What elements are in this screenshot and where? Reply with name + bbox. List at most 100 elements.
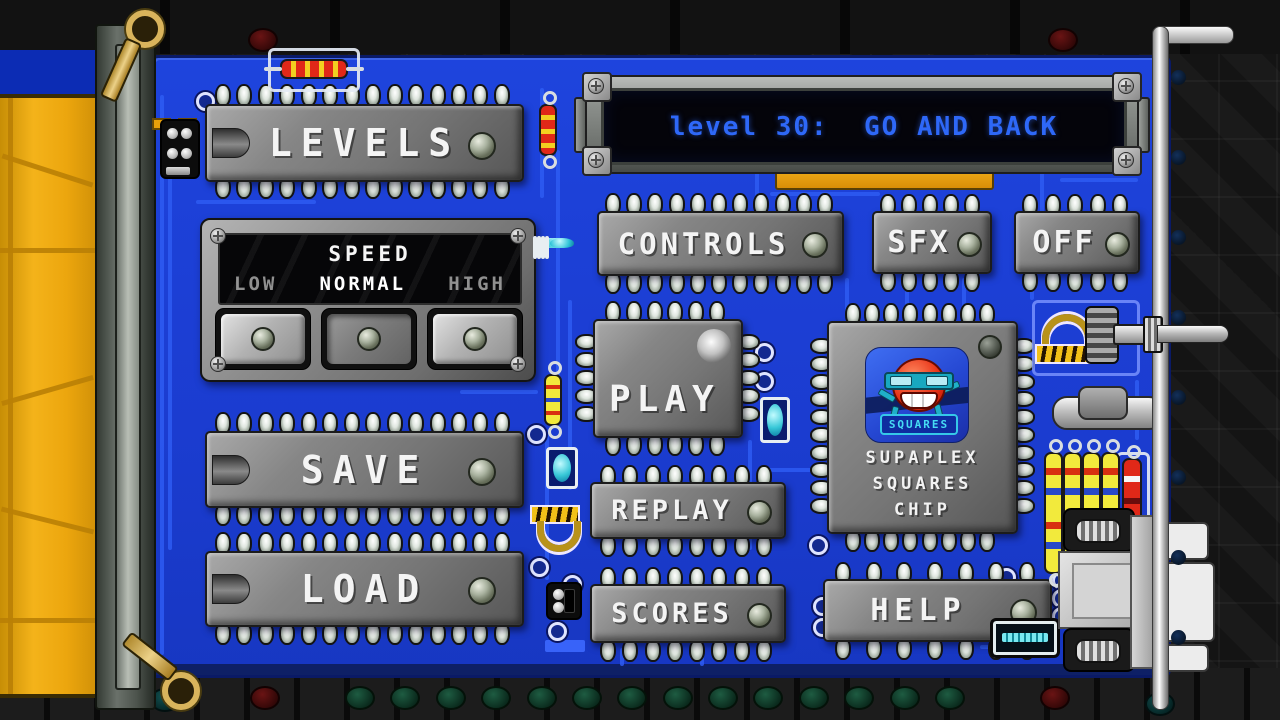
pcb-trace <box>460 390 538 394</box>
case-hole <box>1171 470 1186 485</box>
via <box>809 536 828 555</box>
sfx-button[interactable]: SFX <box>872 211 992 274</box>
decoration <box>481 686 512 710</box>
squares-badge-text: SQUARES <box>888 418 950 431</box>
sfx-label: SFX <box>887 225 951 260</box>
coil-inductor <box>1035 344 1091 364</box>
supaplex-caption-line: SUPAPLEX <box>865 448 980 468</box>
pin-row <box>605 433 725 456</box>
decoration <box>526 686 557 710</box>
speed-high-button[interactable] <box>427 308 523 370</box>
panel-screw <box>210 228 226 244</box>
button-led <box>251 327 275 351</box>
pin-row <box>1022 269 1128 292</box>
port-through-case <box>1167 562 1215 642</box>
scores-button[interactable]: SCORES <box>590 584 786 643</box>
speed-low-button[interactable] <box>215 308 311 370</box>
pcb-trace <box>1040 120 1044 236</box>
load-label: LOAD <box>300 567 429 611</box>
jumper-block <box>546 582 582 620</box>
speed-title: SPEED <box>328 242 412 266</box>
speed-normal-button[interactable] <box>321 308 417 370</box>
via <box>548 622 567 641</box>
replay-button[interactable]: REPLAY <box>590 482 786 539</box>
controls-button[interactable]: CONTROLS <box>597 211 844 276</box>
scores-label: SCORES <box>611 598 733 629</box>
pcb-pad <box>545 640 585 652</box>
case-hole <box>1171 550 1186 565</box>
sfx-off-button[interactable]: OFF <box>1014 211 1140 274</box>
pin-row <box>605 271 833 294</box>
pcb-trace <box>760 468 812 472</box>
port-through-case <box>1167 644 1209 672</box>
save-button[interactable]: SAVE <box>205 431 524 508</box>
case-led-red <box>1048 28 1078 52</box>
supaplex-squares-chip: SQUARES SUPAPLEX SQUARES CHIP <box>827 321 1018 534</box>
levels-label: LEVELS <box>268 121 461 165</box>
decoration <box>537 236 541 259</box>
pcb-trace <box>620 648 624 666</box>
pcb-trace <box>196 200 316 204</box>
level-display-frame: level 30: GO AND BACK <box>585 75 1139 174</box>
murphy-glasses <box>884 372 954 390</box>
resistor <box>539 91 557 169</box>
cyan-led <box>546 447 578 489</box>
resistor <box>1044 439 1063 587</box>
save-label: SAVE <box>300 447 429 492</box>
decoration <box>753 686 784 710</box>
case-hole <box>1171 70 1186 85</box>
button-led <box>357 327 381 351</box>
controls-label: CONTROLS <box>617 226 790 261</box>
play-button[interactable]: PLAY <box>593 319 743 438</box>
pin-row <box>600 534 772 557</box>
pcb-trace <box>568 300 572 490</box>
panel-screw <box>510 228 526 244</box>
level-display-screen: level 30: GO AND BACK <box>601 88 1127 165</box>
play-label: PLAY <box>609 379 720 420</box>
supaplex-squares-app-icon: SQUARES <box>865 347 969 443</box>
chip-led <box>1105 232 1130 257</box>
pcb-trace <box>168 120 172 550</box>
speed-option-high: HIGH <box>448 273 506 295</box>
case-hole <box>1171 310 1186 325</box>
load-button[interactable]: LOAD <box>205 551 524 627</box>
off-label: OFF <box>1032 225 1096 260</box>
squares-badge: SQUARES <box>880 414 958 435</box>
chip-led <box>468 458 496 486</box>
decoration <box>889 686 920 710</box>
case-hole <box>1171 150 1186 165</box>
panel-screw <box>210 356 226 372</box>
chip-led <box>957 232 982 257</box>
case-hole <box>1171 390 1186 405</box>
decoration <box>662 686 693 710</box>
case-hole <box>1171 630 1186 645</box>
speed-option-low: LOW <box>234 273 278 295</box>
case-top-strip <box>0 0 1280 54</box>
decoration <box>545 236 549 259</box>
decoration <box>571 686 602 710</box>
panel-screw <box>510 356 526 372</box>
pcb-trace <box>845 278 849 318</box>
levels-button[interactable]: LEVELS <box>205 104 524 182</box>
case-led-red <box>250 686 280 710</box>
speed-display: SPEED LOW NORMAL HIGH <box>218 233 522 305</box>
chip-led <box>747 603 772 628</box>
pcb-trace <box>556 150 560 390</box>
decoration <box>541 236 545 259</box>
murphy-grin <box>900 392 938 409</box>
gold-flex-cable <box>0 94 95 698</box>
decoration <box>617 686 648 710</box>
vga-screw-post <box>1063 628 1135 672</box>
vga-screw-post <box>1063 508 1135 552</box>
pcb-trace <box>1060 178 1138 182</box>
card-slot-rail-inner <box>115 44 141 690</box>
supaplex-chip-caption: SUPAPLEX SQUARES CHIP <box>829 445 1016 523</box>
decoration <box>435 686 466 710</box>
button-led <box>463 327 487 351</box>
supaplex-caption-line: CHIP <box>894 500 951 520</box>
jumper-block <box>160 119 200 179</box>
chip-led <box>468 132 496 160</box>
via <box>527 425 546 444</box>
resistor <box>264 59 364 79</box>
